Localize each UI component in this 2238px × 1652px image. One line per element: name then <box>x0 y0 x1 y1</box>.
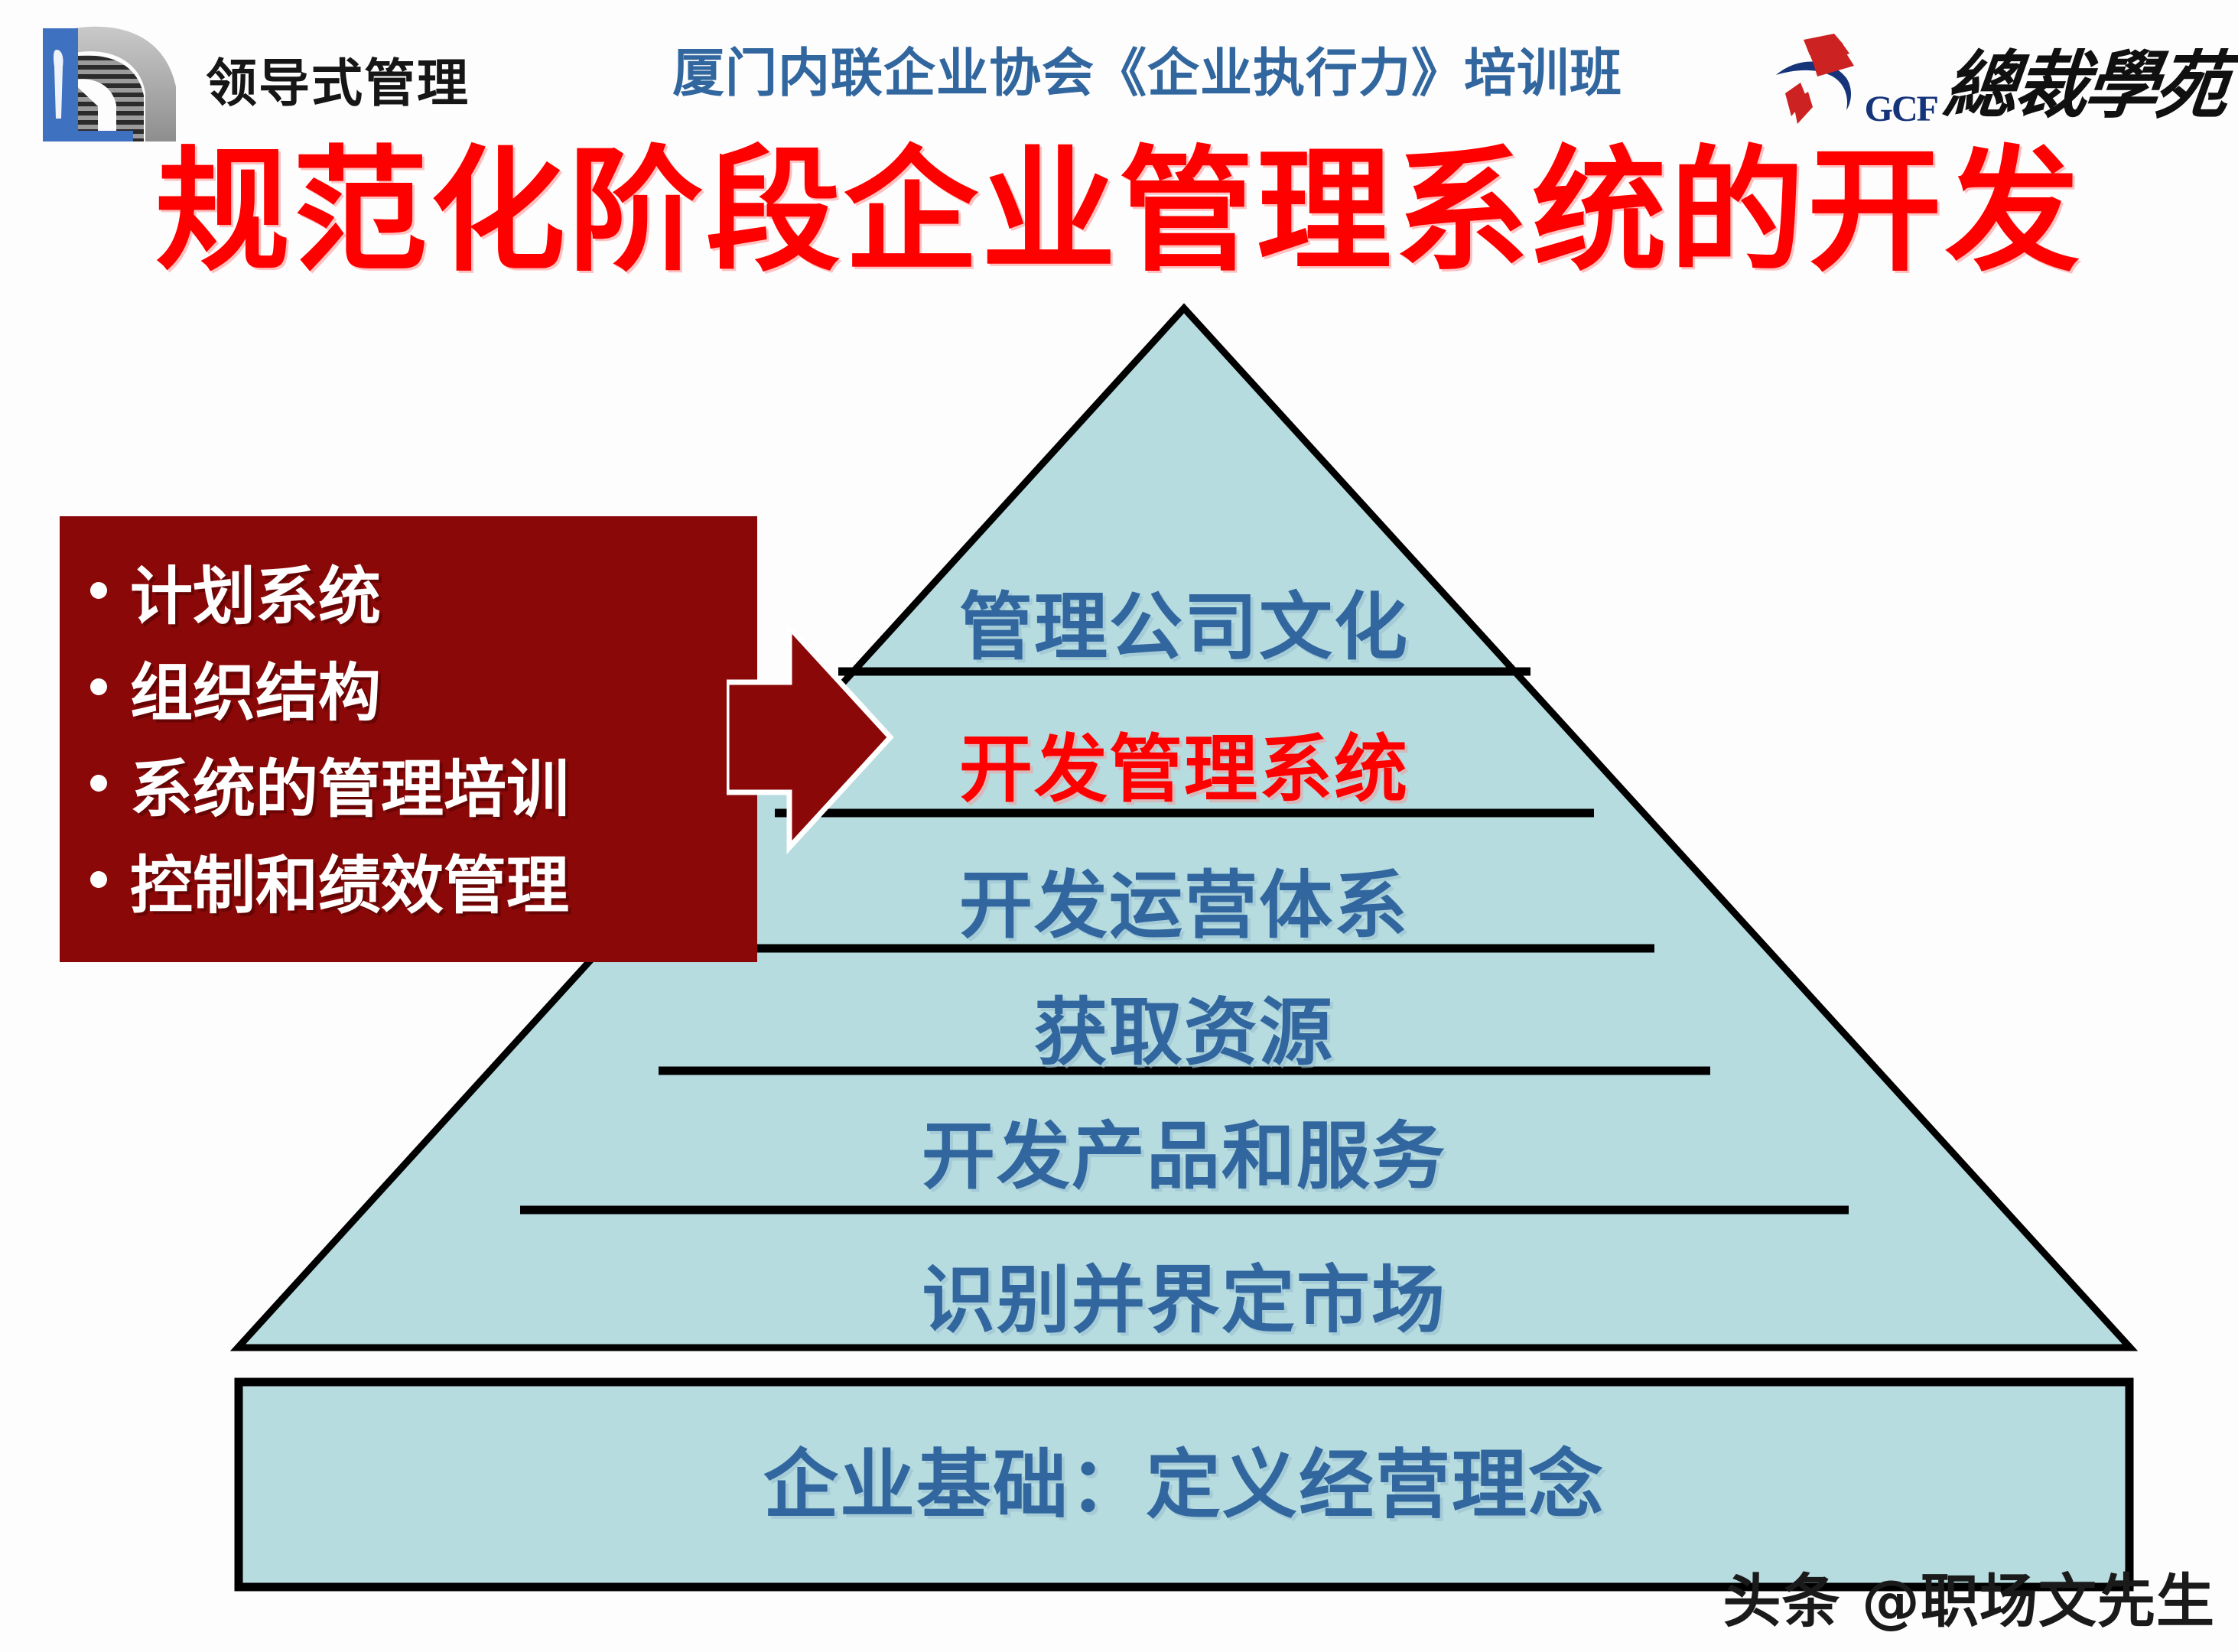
gcf-abbr-label: GCF <box>1864 89 1939 129</box>
bullet-label: 控制和绩效管理 <box>130 849 570 922</box>
bullet-label: 组织结构 <box>130 656 382 730</box>
pyramid-tier-2-label: 开发管理系统 <box>959 727 1409 812</box>
bullet-dot-icon <box>90 582 107 599</box>
list-item: 计划系统 <box>90 542 737 639</box>
right-arrow-icon <box>727 627 894 854</box>
right-logo: GCF 總裁學苑 <box>1775 14 2230 144</box>
stylized-m-logo-icon <box>31 10 195 148</box>
bullet-dot-icon <box>90 775 107 792</box>
watermark-text: 头条 @职场文先生 <box>1722 1567 2215 1635</box>
pyramid-tier-3-label: 开发运营体系 <box>959 863 1409 948</box>
header-bar: 领导式管理 厦门内联企业协会《企业执行力》培训班 GCF 總裁學苑 <box>0 0 2238 157</box>
pyramid-tier-5-label: 开发产品和服务 <box>922 1114 1446 1199</box>
header-title: 厦门内联企业协会《企业执行力》培训班 <box>672 44 1622 104</box>
left-logo: 领导式管理 <box>31 6 490 151</box>
pyramid-tier-1-label: 管理公司文化 <box>959 584 1409 670</box>
list-item: 控制和绩效管理 <box>90 831 737 928</box>
page-title: 规范化阶段企业管理系统的开发 <box>155 133 2083 290</box>
bullet-label: 计划系统 <box>130 560 382 633</box>
list-item: 系统的管理培训 <box>90 735 737 831</box>
list-item: 组织结构 <box>90 639 737 735</box>
bullet-dot-icon <box>90 871 107 888</box>
bullet-dot-icon <box>90 678 107 695</box>
left-logo-label: 领导式管理 <box>206 53 470 113</box>
gcf-swoosh-logo-icon <box>1770 28 1885 131</box>
pyramid-tier-4-label: 获取资源 <box>1034 990 1334 1075</box>
pyramid-tier-6-label: 识别并界定市场 <box>922 1257 1446 1343</box>
bullet-box: 计划系统 组织结构 系统的管理培训 控制和绩效管理 <box>60 516 757 962</box>
right-logo-label: 總裁學苑 <box>1940 44 2230 127</box>
bullet-label: 系统的管理培训 <box>130 753 570 826</box>
pyramid-base-label: 企业基础：定义经营理念 <box>763 1442 1605 1529</box>
